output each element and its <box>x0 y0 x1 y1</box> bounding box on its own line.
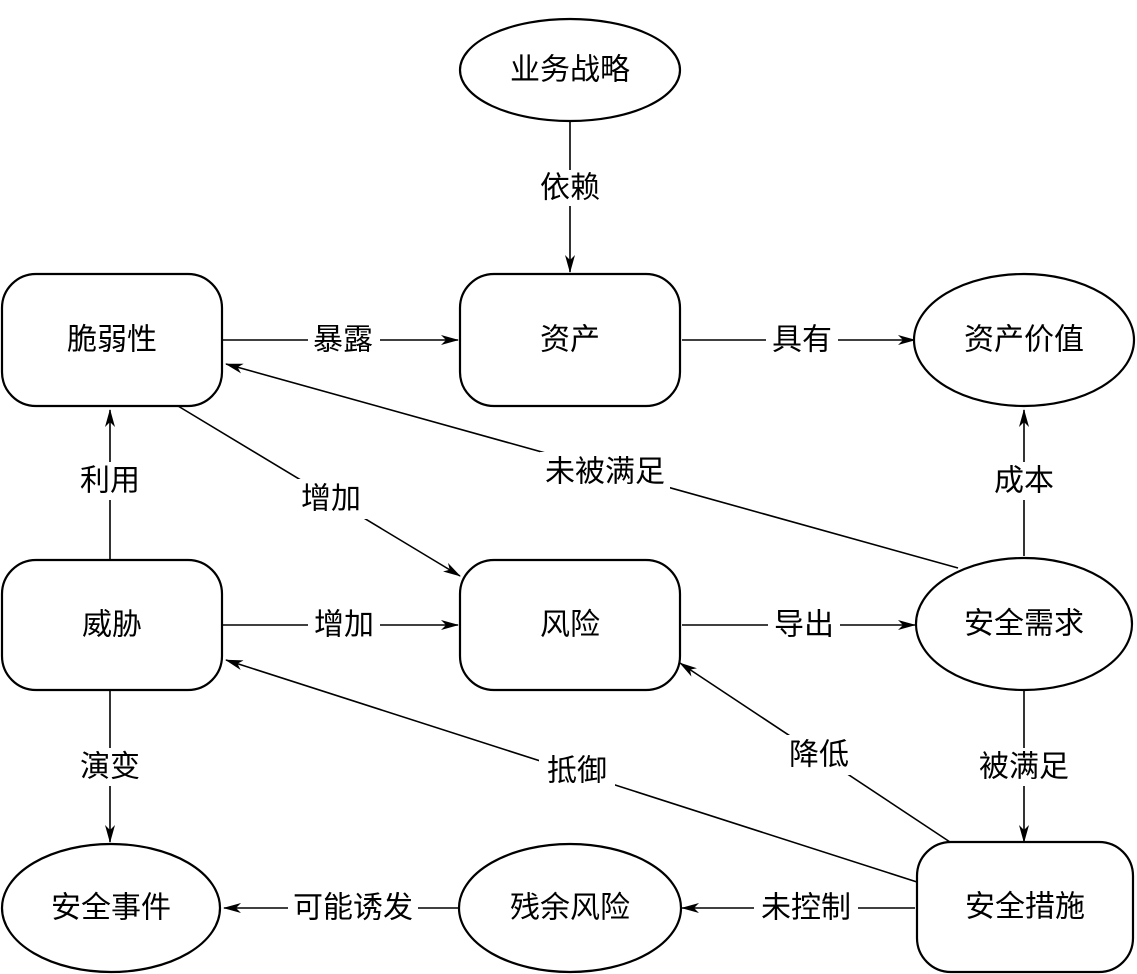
edge-label-may-trigger: 可能诱发 <box>293 891 413 926</box>
edge-label-has: 具有 <box>772 323 832 358</box>
node-label: 风险 <box>540 608 600 643</box>
edge-label-uncontrolled: 未控制 <box>761 891 851 926</box>
node-residual-risk: 残余风险 <box>457 842 683 974</box>
edge-labels: 依赖 暴露 具有 未被满足 利用 增加 成本 增加 导出 演变 抵御 降低 被满… <box>74 170 1074 926</box>
node-label: 安全措施 <box>965 890 1085 925</box>
node-label: 残余风险 <box>510 891 630 926</box>
edge-label-depends: 依赖 <box>540 171 600 206</box>
edge-label-unmet: 未被满足 <box>545 455 665 490</box>
edge-label-evolves: 演变 <box>80 750 140 785</box>
node-label: 资产 <box>540 323 600 358</box>
node-threat: 威胁 <box>0 558 224 692</box>
edge-label-derives: 导出 <box>774 608 834 643</box>
node-risk: 风险 <box>458 558 682 692</box>
node-security-measure: 安全措施 <box>915 840 1135 974</box>
edge-label-cost: 成本 <box>994 464 1054 499</box>
edge-label-exposes: 暴露 <box>313 323 373 358</box>
nodes: 业务战略 脆弱性 资产 资产价值 威胁 风险 安全需 <box>0 17 1136 974</box>
node-security-requirement: 安全需求 <box>914 556 1134 692</box>
node-security-incident: 安全事件 <box>0 842 222 974</box>
node-label: 安全需求 <box>964 607 1084 642</box>
node-label: 资产价值 <box>964 323 1084 358</box>
edge-label-resists: 抵御 <box>547 754 607 789</box>
node-business-strategy: 业务战略 <box>458 17 682 123</box>
edge-label-increases-from-vulnerability: 增加 <box>301 482 361 517</box>
node-vulnerability: 脆弱性 <box>0 272 224 408</box>
node-label: 脆弱性 <box>67 323 157 358</box>
node-label: 业务战略 <box>510 53 630 88</box>
node-asset-value: 资产价值 <box>912 272 1136 408</box>
node-asset: 资产 <box>458 272 682 408</box>
node-label: 威胁 <box>82 608 142 643</box>
edge-label-reduces: 降低 <box>789 738 849 773</box>
edge-label-met-by: 被满足 <box>979 750 1069 785</box>
node-label: 安全事件 <box>51 891 171 926</box>
edge-label-exploits: 利用 <box>80 464 140 499</box>
edge-label-increases-from-threat: 增加 <box>314 608 374 643</box>
